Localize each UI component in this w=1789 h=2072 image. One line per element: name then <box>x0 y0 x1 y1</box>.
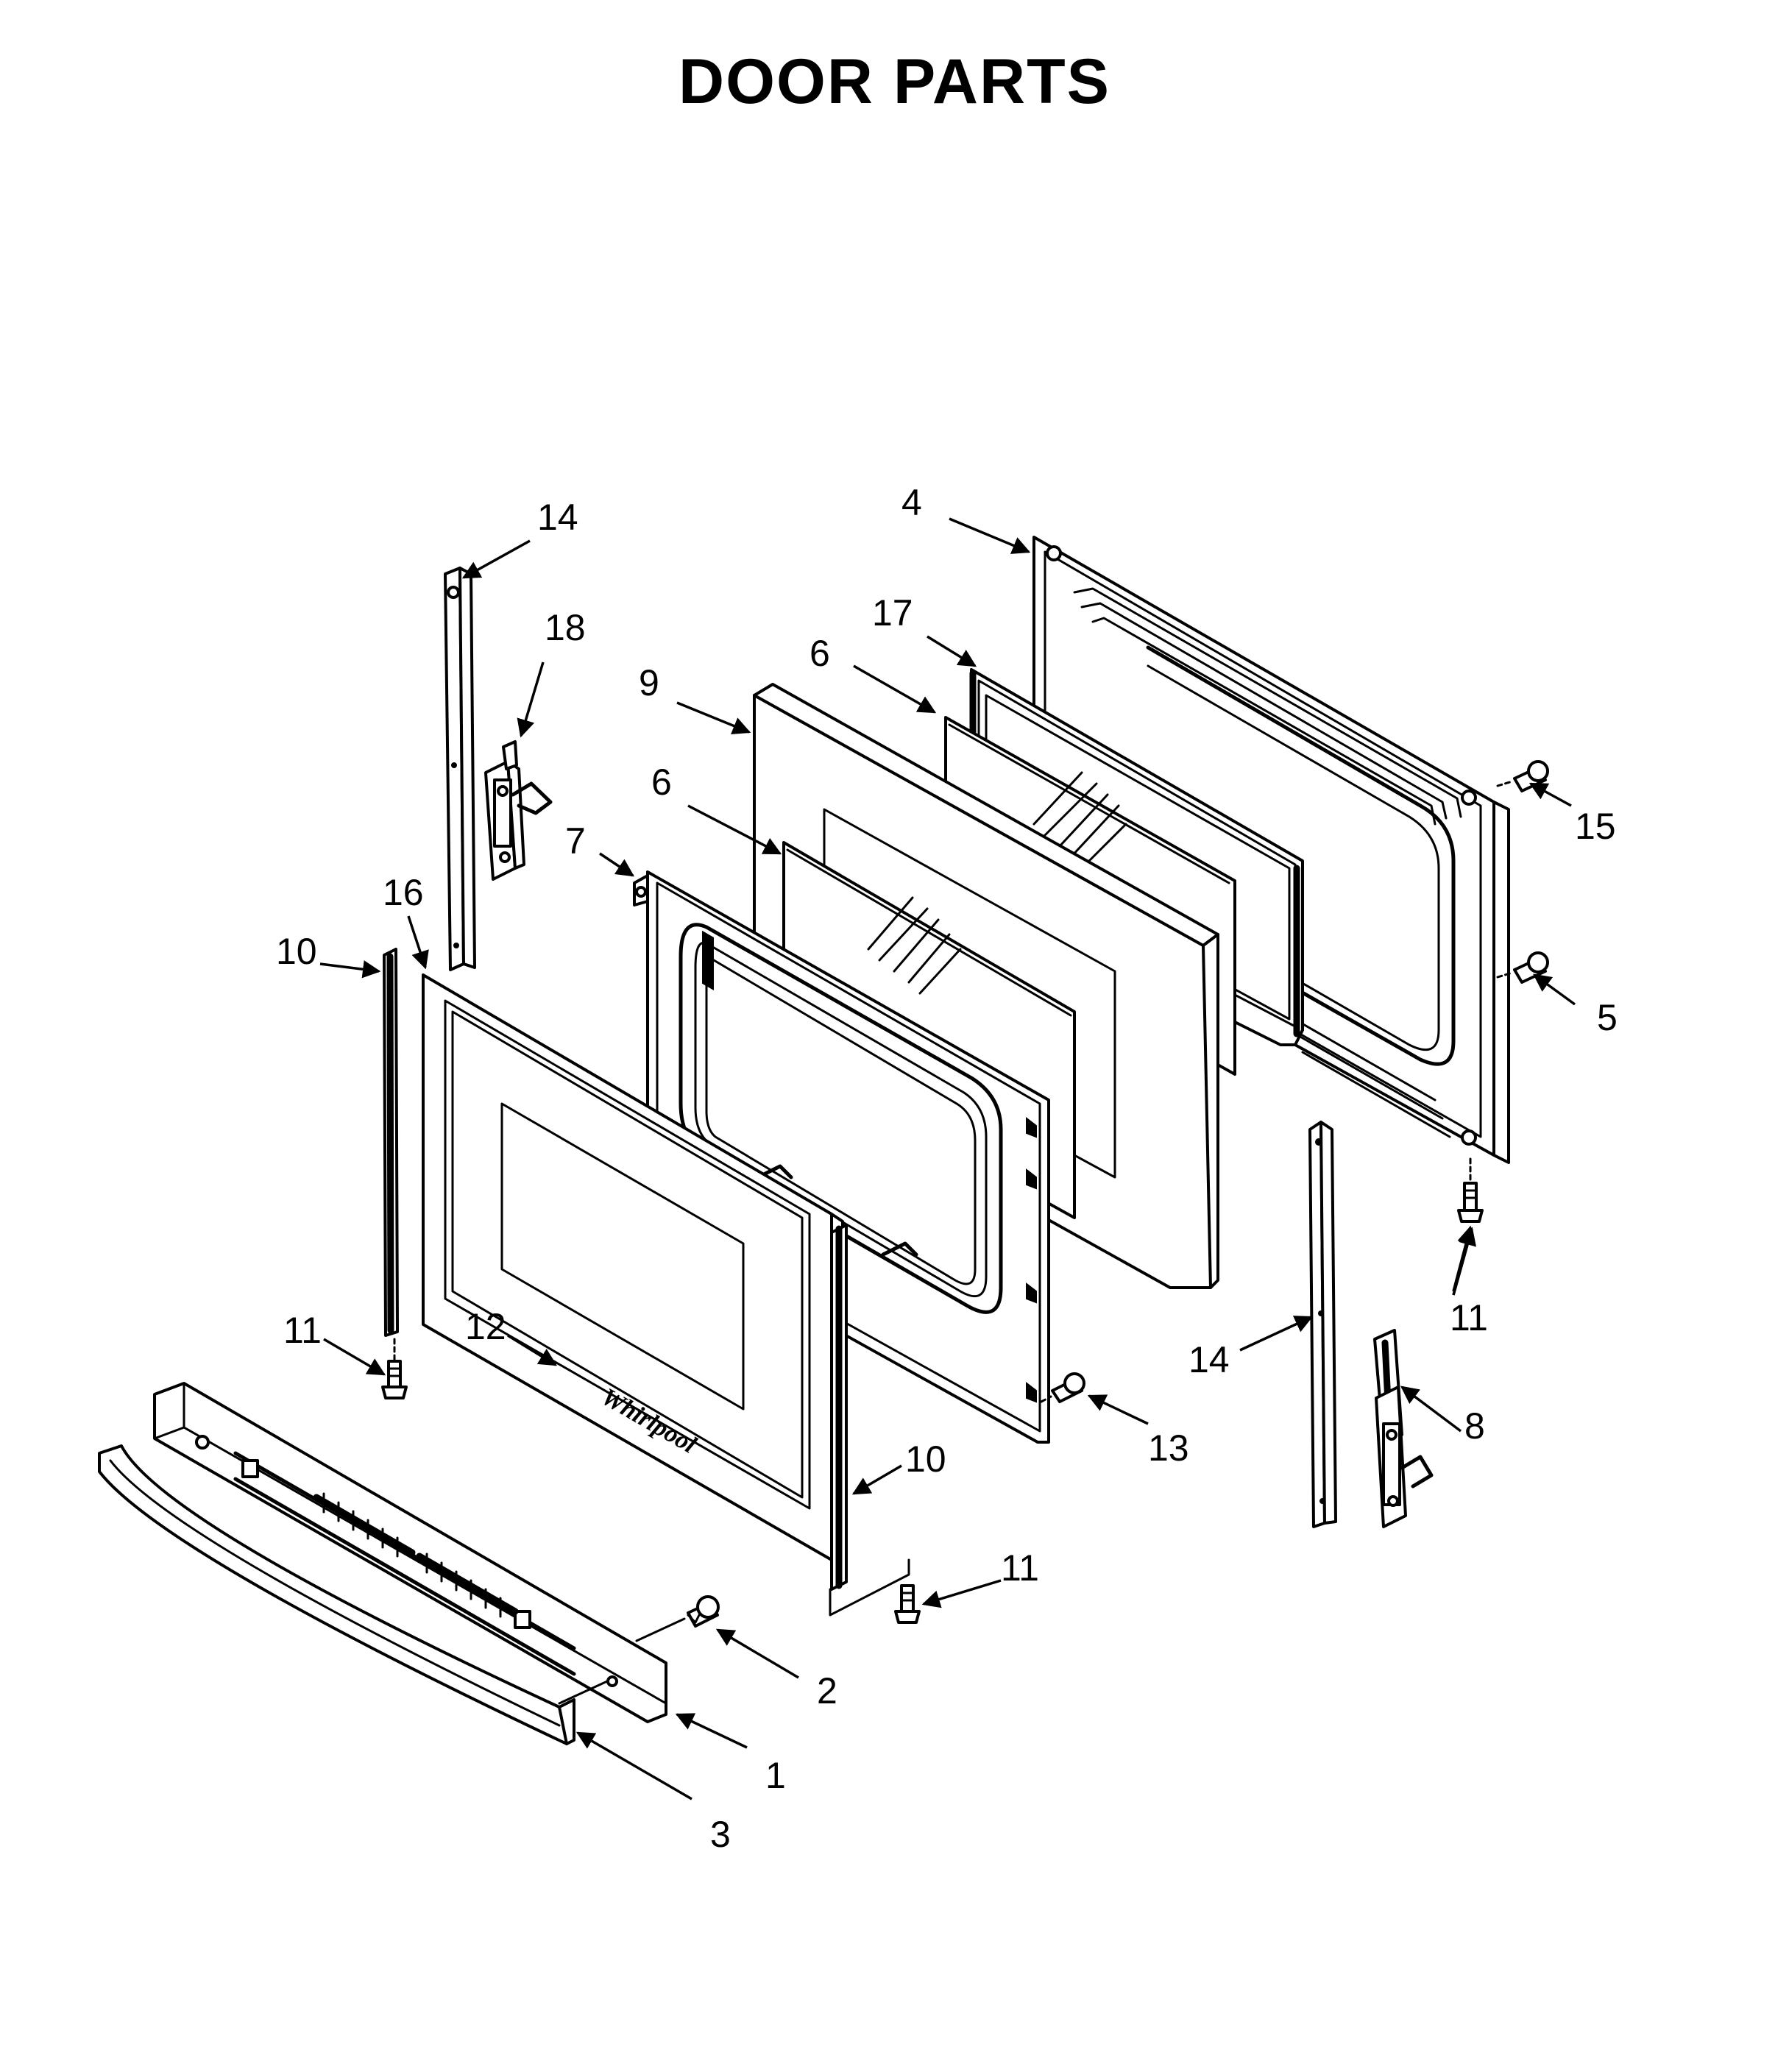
alignment-lines <box>393 780 1514 1705</box>
callout-6b: 6 <box>651 762 672 803</box>
part-14-right-hinge-receiver <box>1308 1121 1337 1528</box>
callout-4: 4 <box>901 482 922 523</box>
vent-slots <box>233 1451 576 1676</box>
screw-part-13 <box>1051 1372 1085 1403</box>
part-7-door-liner <box>633 870 1050 1444</box>
callout-labels: 1 2 3 4 5 6 6 7 8 9 10 10 11 11 11 12 13… <box>276 482 1618 1855</box>
callout-11a: 11 <box>283 1310 322 1351</box>
callout-5: 5 <box>1597 997 1618 1038</box>
callout-15: 15 <box>1575 806 1616 847</box>
part-10-left-door-trim <box>383 948 399 1337</box>
part-18-door-hinge <box>484 740 553 881</box>
page-title: DOOR PARTS <box>679 46 1110 117</box>
callout-9: 9 <box>639 662 659 703</box>
callout-10b: 10 <box>905 1438 946 1480</box>
callout-11b: 11 <box>1001 1547 1039 1589</box>
callout-1: 1 <box>765 1755 786 1796</box>
callout-16: 16 <box>383 872 424 913</box>
callout-14b: 14 <box>1188 1339 1230 1380</box>
callout-18: 18 <box>545 607 586 648</box>
screw-part-11-center <box>894 1584 921 1624</box>
screw-part-11-left <box>381 1360 408 1399</box>
screw-part-5 <box>1513 951 1549 984</box>
callout-11c: 11 <box>1450 1297 1488 1338</box>
callout-8: 8 <box>1464 1405 1485 1447</box>
part-10-right-door-trim <box>829 1224 910 1617</box>
callout-3: 3 <box>710 1814 731 1855</box>
callout-10a: 10 <box>276 931 317 972</box>
callout-13: 13 <box>1148 1427 1189 1469</box>
part-14-left-hinge-receiver <box>444 567 476 971</box>
part-8-door-hinge <box>1373 1329 1434 1528</box>
callout-7: 7 <box>565 820 586 862</box>
callout-17: 17 <box>872 592 913 634</box>
callout-6a: 6 <box>810 633 830 674</box>
callout-14a: 14 <box>537 497 578 538</box>
callout-12: 12 <box>465 1306 506 1347</box>
screw-part-15 <box>1513 760 1549 792</box>
screw-part-2 <box>687 1595 720 1628</box>
leader-lines <box>319 517 1576 1800</box>
part-1-door-trim <box>153 1382 667 1723</box>
callout-2: 2 <box>817 1670 837 1711</box>
screw-part-11-right <box>1457 1182 1484 1223</box>
part-3-door-handle <box>98 1444 575 1745</box>
